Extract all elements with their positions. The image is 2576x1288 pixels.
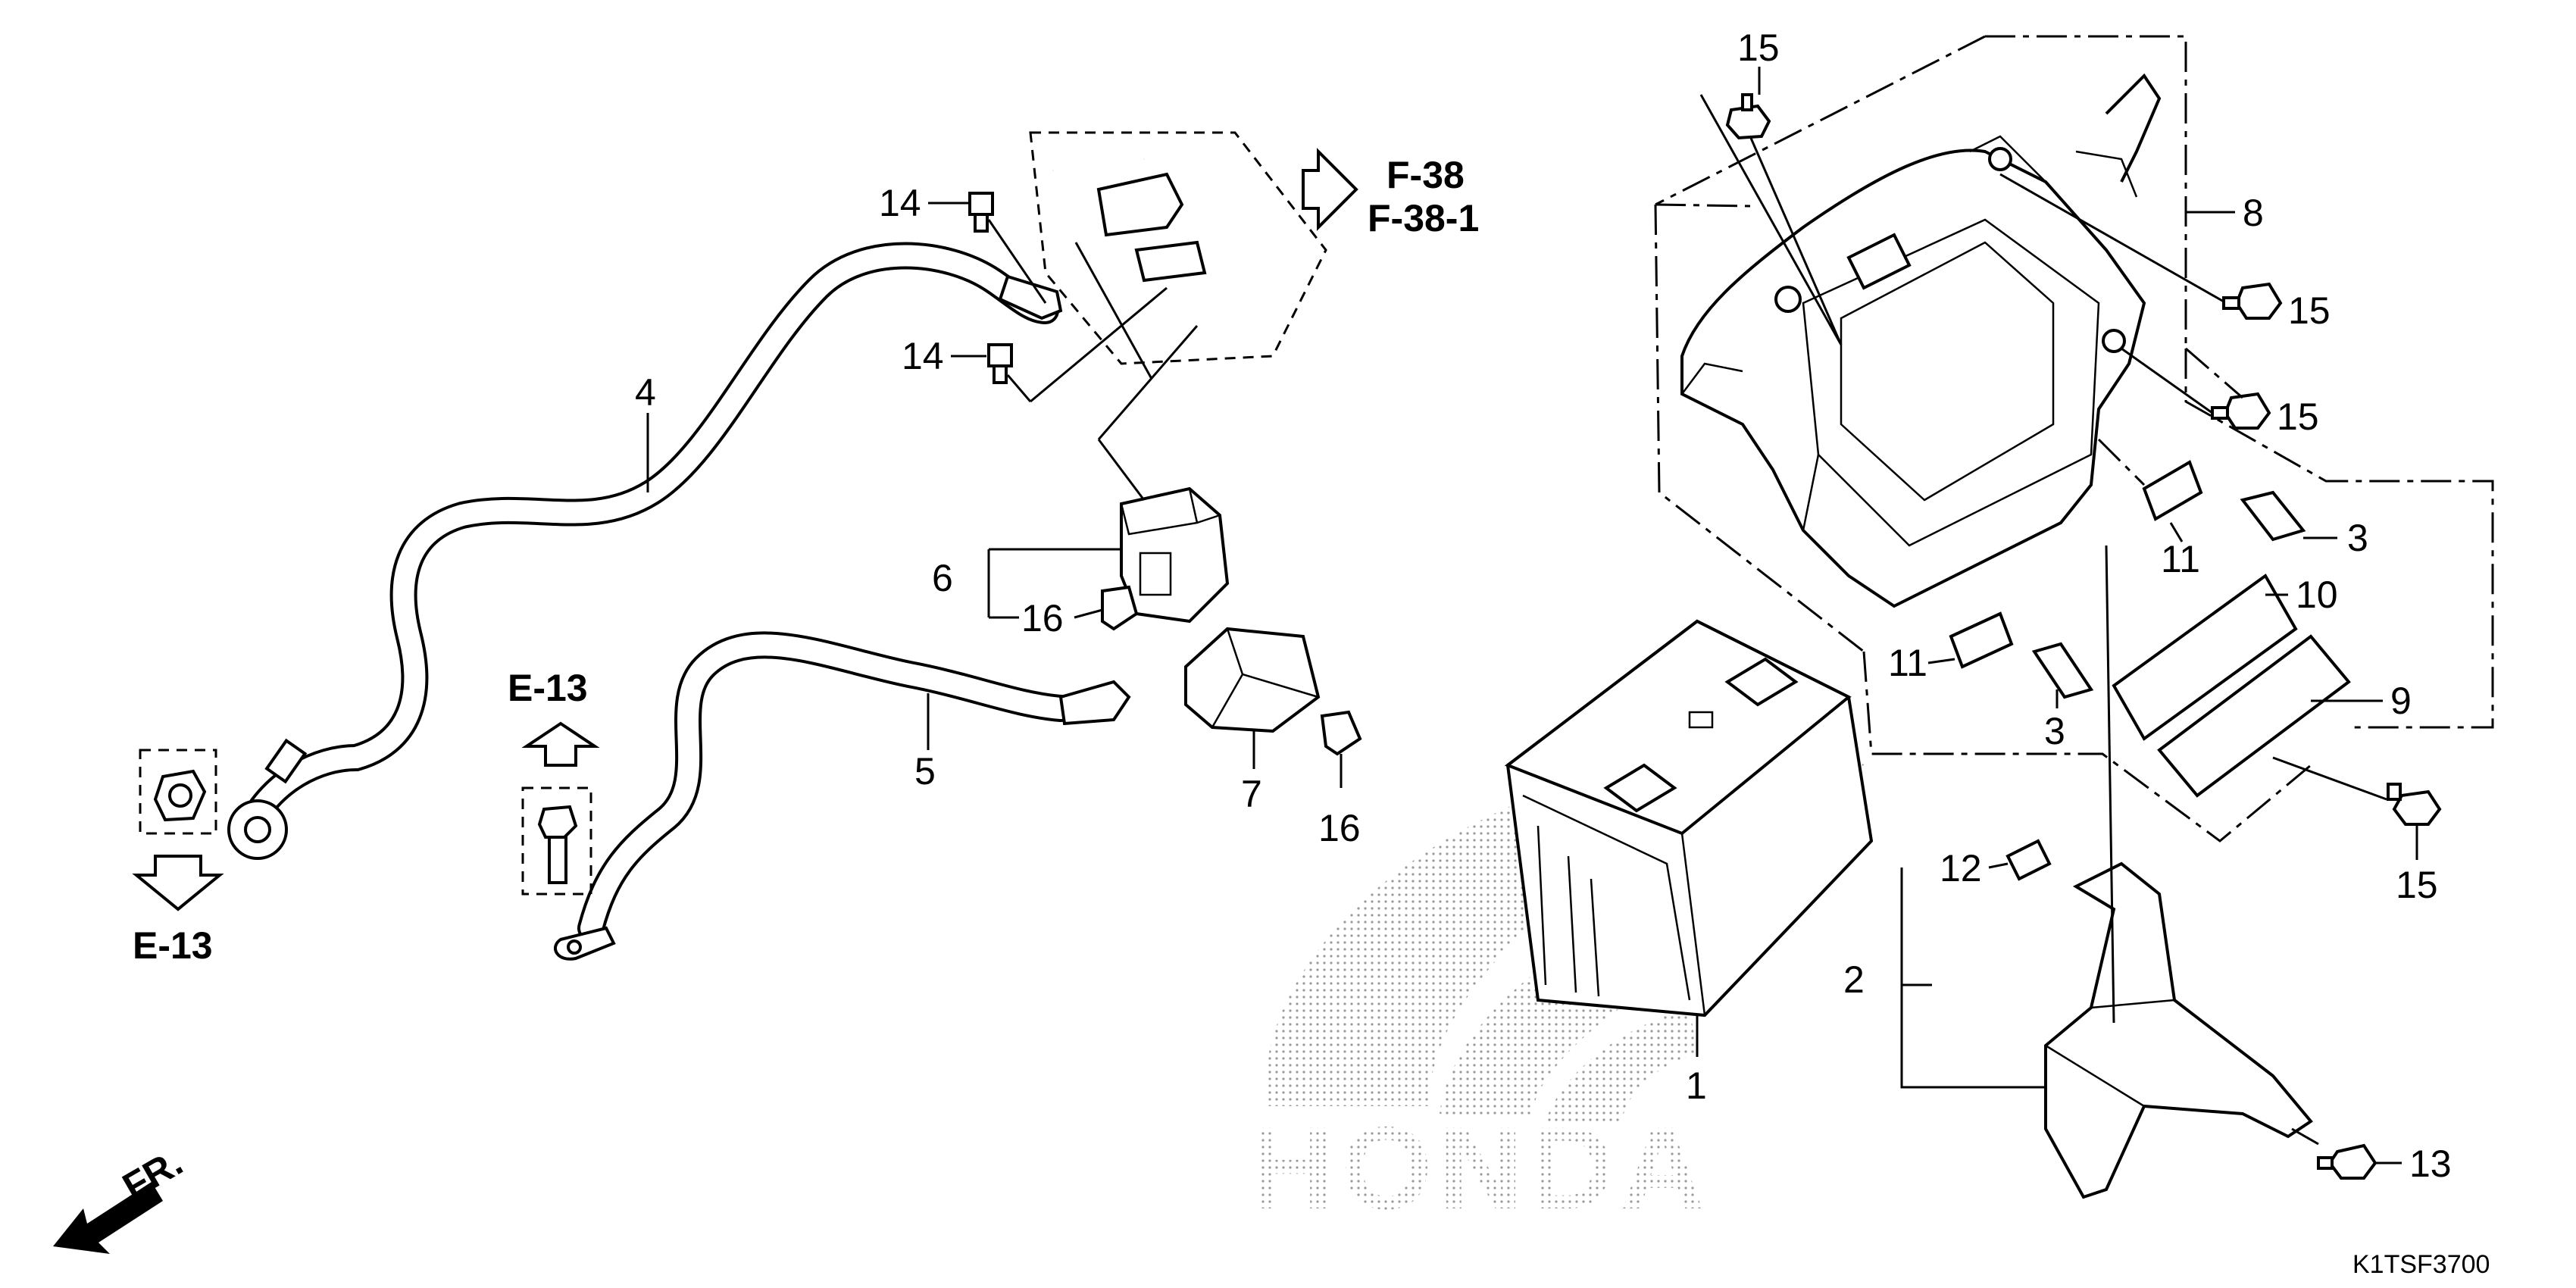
leader-lines [646,35,2494,1165]
honda-watermark-text: HONDA [1250,1102,1711,1233]
pad-11-lower [1949,611,2014,669]
ref-arrow-f38 [1302,148,1358,231]
relay-cover-7 [1184,627,1321,733]
callout-12: 12 [1940,847,1982,889]
callout-15-top: 15 [1737,27,1780,69]
callout-15-bottom: 15 [2396,864,2438,906]
nut-e13 [139,749,217,835]
callout-16-upper: 16 [1021,597,1064,639]
front-direction-arrow-icon [53,1182,163,1254]
callout-3-upper: 3 [2347,517,2368,559]
ref-e13-top: E-13 [508,667,588,709]
fuse-16-upper [1101,585,1139,631]
callout-11-lower: 11 [1888,642,1927,684]
callout-10: 10 [2296,574,2338,616]
screw-15-right-a [2222,282,2283,320]
cable-4 [227,242,1063,860]
relay-harness-box [1029,131,1327,365]
ref-e13-bottom: E-13 [133,924,213,967]
callout-14-lower: 14 [902,335,944,377]
direction-label: FR. [116,1141,190,1208]
callout-16-lower: 16 [1318,807,1361,849]
callout-15-right-b: 15 [2277,395,2319,438]
pad-3-lower [2031,642,2094,699]
battery-1 [1504,619,1874,1018]
bolt-e13 [521,786,592,896]
callout-2: 2 [1843,958,1865,1001]
callout-5: 5 [914,750,936,792]
screw-15-bottom [2387,783,2442,826]
ref-f38-1: F-38-1 [1368,197,1479,239]
pad-10 [2112,574,2298,741]
diagram-code: K1TSF3700 [2352,1250,2490,1279]
callout-7: 7 [1241,773,1262,815]
callout-14-upper: 14 [879,182,921,224]
bolt-13 [2317,1143,2377,1180]
callout-4: 4 [635,371,656,414]
pad-9 [2157,634,2351,798]
starter-relay-6 [1120,486,1230,624]
callout-9: 9 [2390,680,2412,722]
pad-3-upper [2240,490,2306,542]
screw-15-right-b [2211,392,2271,430]
bolt-14-upper [968,192,994,233]
bracket-2 [2044,861,2313,1199]
pad-12 [2005,839,2052,881]
callout-3-lower: 3 [2044,710,2065,752]
ref-arrow-e13-top [521,721,600,767]
callout-6: 6 [932,557,953,599]
callout-13: 13 [2409,1143,2452,1185]
ref-f38: F-38 [1386,154,1465,196]
fuse-16-lower [1320,710,1362,756]
callout-15-right-a: 15 [2288,289,2331,332]
screw-15-top [1725,93,1771,140]
pad-11-upper [2142,460,2203,521]
callout-8: 8 [2243,192,2264,234]
battery-box-8 [1680,73,2162,608]
ref-arrow-e13-bottom [132,855,224,911]
bolt-14-lower [987,343,1013,384]
cable-5 [553,631,1131,961]
callout-11-upper: 11 [2161,538,2200,580]
callout-1: 1 [1686,1064,1707,1107]
